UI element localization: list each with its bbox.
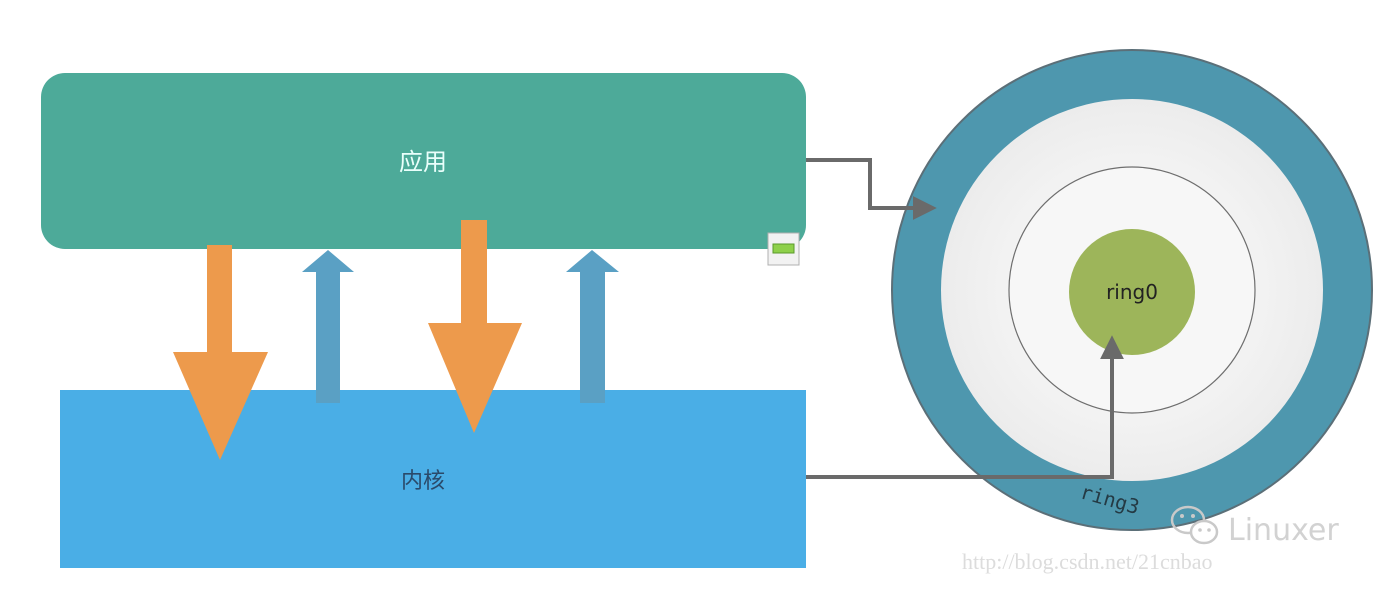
app-to-ring3-connector <box>806 158 937 220</box>
syscall-arrow-2 <box>428 220 522 433</box>
kernel-box <box>60 390 806 568</box>
syscall-arrow-1 <box>173 245 268 460</box>
return-arrow-2 <box>566 250 619 403</box>
wechat-icon <box>1170 505 1219 545</box>
kernel-label: 内核 <box>401 469 445 494</box>
return-arrow-1 <box>302 250 354 403</box>
ring0-circle <box>1069 229 1195 355</box>
tag-icon <box>767 232 800 266</box>
application-label: 应用 <box>399 148 447 176</box>
watermark-brand: Linuxer <box>1228 513 1339 548</box>
ring0-label: ring0 <box>1106 280 1158 304</box>
kernel-to-ring0-connector <box>806 335 1124 479</box>
application-box <box>41 73 806 249</box>
watermark-url: http://blog.csdn.net/21cnbao <box>962 549 1213 574</box>
